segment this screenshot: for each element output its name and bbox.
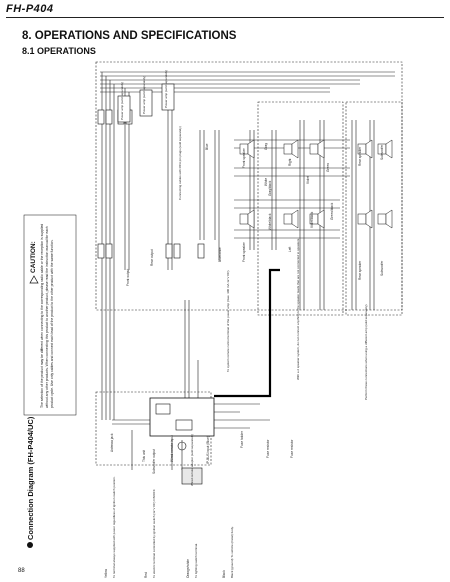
label-antenna-jack: Antenna jack <box>110 433 114 452</box>
label-gray-black: Gray/black <box>268 180 272 196</box>
caution-text: The selection of the product may be diff… <box>40 223 55 408</box>
section-title: 8. OPERATIONS AND SPECIFICATIONS <box>22 30 237 42</box>
rear-speaker-dashed-frame <box>345 101 403 316</box>
wired-remote-adapter-shape <box>181 467 203 485</box>
label-front-speaker-l: Front speaker <box>242 148 246 168</box>
label-fuse-resistor-2: Fuse resistor <box>290 439 294 458</box>
label-wired-remote-input: Wired remote input <box>170 435 174 462</box>
label-gray: Gray <box>264 143 268 150</box>
label-left: Left <box>288 246 292 252</box>
label-orange-white: Orange/white <box>186 559 190 578</box>
diagram-title: Connection Diagram (FH-P404/UC) <box>26 416 35 540</box>
label-this-unit: This unit <box>142 449 146 462</box>
label-blue: Blue <box>205 143 209 150</box>
label-rear-speaker-l: Rear speaker <box>358 146 362 166</box>
label-speaker-note: With a 2 speaker system, do not connect … <box>296 237 300 380</box>
upper-dashed-frame <box>95 61 403 311</box>
label-red-note: To electric terminal controlled by ignit… <box>152 488 156 578</box>
label-subwoofer-l: Subwoofer <box>380 144 384 160</box>
head-unit-shape <box>149 397 215 437</box>
label-connecting-cables: Connecting cables with RCA pin plugs (so… <box>178 126 182 200</box>
label-front-speaker-r: Front speaker <box>242 242 246 262</box>
label-green: Green <box>326 163 330 172</box>
warning-triangle-icon <box>29 275 39 284</box>
label-white-black: White/black <box>268 213 272 230</box>
label-front-output: Front output <box>126 268 130 286</box>
caution-heading: CAUTION: <box>30 241 37 273</box>
label-red: Red <box>144 572 148 578</box>
subsection-title: 8.1 OPERATIONS <box>22 46 96 56</box>
label-green-black: Green/black <box>330 202 334 220</box>
label-wired-remote-adapter: Wired remote adapter (sold separately) <box>190 433 194 486</box>
label-yellow-note: To terminal always supplied with power r… <box>112 476 116 578</box>
speaker-dashed-frame <box>257 101 344 316</box>
label-ground-note: Black (ground) To vehicle (metal) body. <box>230 526 234 578</box>
label-power-amp-2: Power amp (sold separately) <box>142 75 146 114</box>
label-power-amp-1: Power amp (sold separately) <box>120 81 124 120</box>
page-number: 88 <box>18 568 25 574</box>
label-power-amp-3: Power amp (sold separately) <box>164 69 168 108</box>
label-fuse-resistor-1: Fuse resistor <box>266 439 270 458</box>
label-rear-output: Rear output <box>150 249 154 266</box>
label-blue-white: Blue/white <box>218 247 222 262</box>
label-system-remote: To system remote control terminal of the… <box>226 269 230 372</box>
model-name: FH-P404 <box>6 3 54 15</box>
label-violet-black: Violet/black <box>310 211 314 228</box>
main-harness <box>214 268 280 398</box>
label-violet: Violet <box>306 176 310 184</box>
header-rule <box>6 17 444 18</box>
label-ip-bus-input: IP-BUS input (Blue) <box>206 436 210 464</box>
label-subwoofer-output: Subwoofer output <box>152 449 156 474</box>
label-orange-white-note: To lighting switch terminal. <box>194 542 198 578</box>
label-subwoofer-r: Subwoofer <box>380 260 384 276</box>
label-fuse-holder: Fuse holder <box>240 431 244 448</box>
label-rear-speaker-r: Rear speaker <box>358 260 362 280</box>
label-right: Right <box>288 158 292 166</box>
bullet-icon <box>27 542 33 548</box>
label-black: Black <box>222 570 226 578</box>
label-yellow: Yellow <box>104 568 108 578</box>
label-perform-note: Perform these connections when using a d… <box>364 303 368 400</box>
caution-frame <box>23 214 77 416</box>
